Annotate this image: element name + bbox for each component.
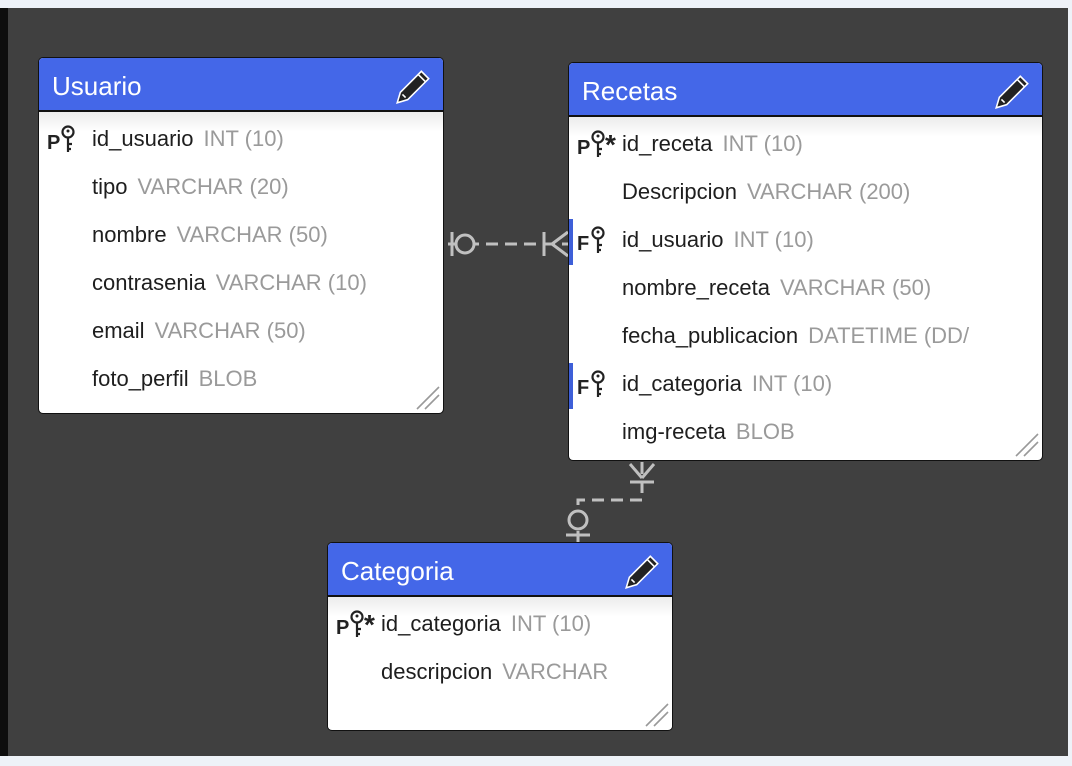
- column-row[interactable]: P id_usuario INT (10): [39, 115, 443, 163]
- column-row[interactable]: img-receta BLOB: [569, 408, 1042, 456]
- foreign-key-badge: F: [575, 370, 615, 400]
- column-row[interactable]: contrasenia VARCHAR (10): [39, 259, 443, 307]
- column-type: BLOB: [198, 366, 258, 391]
- column-type: VARCHAR (50): [779, 275, 932, 300]
- column-type: VARCHAR (200): [746, 179, 911, 204]
- column-type: INT (10): [510, 611, 592, 636]
- relation-usuario-recetas[interactable]: [448, 230, 570, 258]
- primary-key-badge: P *: [577, 129, 616, 160]
- column-row[interactable]: foto_perfil BLOB: [39, 355, 443, 403]
- column-type: VARCHAR (10): [215, 270, 367, 295]
- table-categoria[interactable]: Categoria P * id_categoria INT (10) descr…: [327, 542, 673, 731]
- key-icon: [591, 370, 605, 397]
- column-name: nombre_receta: [622, 275, 770, 300]
- column-name: tipo: [92, 174, 128, 199]
- pencil-icon[interactable]: [393, 65, 435, 107]
- key-icon: [591, 130, 605, 157]
- pencil-icon[interactable]: [622, 550, 664, 592]
- column-name: img-receta: [622, 419, 726, 444]
- foreign-key-badge: F: [575, 226, 615, 256]
- key-icon: [591, 226, 605, 253]
- table-header[interactable]: Usuario: [39, 58, 443, 112]
- column-name: id_categoria: [622, 371, 742, 396]
- column-name: id_usuario: [92, 126, 194, 151]
- column-name: fecha_publicacion: [622, 323, 799, 348]
- column-name: id_usuario: [622, 227, 724, 252]
- column-row[interactable]: P * id_categoria INT (10): [328, 600, 672, 648]
- table-columns: P * id_categoria INT (10) descripcion VARC…: [328, 597, 672, 729]
- table-title: Recetas: [582, 76, 678, 106]
- foreign-key-marker: [569, 219, 573, 265]
- foreign-key-marker: [569, 363, 573, 409]
- column-name: foto_perfil: [92, 366, 189, 391]
- column-type: INT (10): [203, 126, 284, 151]
- resize-grip-icon[interactable]: [413, 383, 441, 411]
- column-type: INT (10): [722, 131, 803, 156]
- column-name: id_receta: [622, 131, 713, 156]
- column-name: descripcion: [381, 659, 493, 684]
- relation-recetas-categoria[interactable]: [566, 462, 656, 542]
- column-name: id_categoria: [381, 611, 501, 636]
- resize-grip-icon[interactable]: [1012, 430, 1040, 458]
- table-header[interactable]: Recetas: [569, 63, 1042, 117]
- table-title: Categoria: [341, 556, 454, 586]
- column-row[interactable]: fecha_publicacion DATETIME (DD/: [569, 312, 1042, 360]
- column-row[interactable]: F id_categoria INT (10): [569, 360, 1042, 409]
- column-type: INT (10): [751, 371, 833, 396]
- column-name: nombre: [92, 222, 167, 247]
- pencil-icon[interactable]: [992, 70, 1034, 112]
- column-type: DATETIME (DD/: [808, 323, 970, 348]
- primary-key-badge: P: [45, 125, 85, 155]
- table-title: Usuario: [52, 71, 142, 101]
- column-row[interactable]: descripcion VARCHAR: [328, 648, 672, 696]
- table-header[interactable]: Categoria: [328, 543, 672, 597]
- key-icon: [61, 125, 75, 152]
- column-row[interactable]: nombre VARCHAR (50): [39, 211, 443, 259]
- column-type: VARCHAR (50): [176, 222, 328, 247]
- key-icon: [350, 610, 364, 637]
- column-row[interactable]: tipo VARCHAR (20): [39, 163, 443, 211]
- column-type: VARCHAR (50): [154, 318, 306, 343]
- column-type: VARCHAR (20): [137, 174, 289, 199]
- column-row[interactable]: F id_usuario INT (10): [569, 216, 1042, 265]
- column-row[interactable]: nombre_receta VARCHAR (50): [569, 264, 1042, 312]
- primary-key-badge: P *: [336, 609, 375, 640]
- column-name: email: [92, 318, 145, 343]
- column-type: BLOB: [735, 419, 795, 444]
- column-row[interactable]: Descripcion VARCHAR (200): [569, 168, 1042, 216]
- column-type: INT (10): [733, 227, 814, 252]
- resize-grip-icon[interactable]: [642, 700, 670, 728]
- column-name: Descripcion: [622, 179, 737, 204]
- column-type: VARCHAR: [502, 659, 609, 684]
- column-row[interactable]: email VARCHAR (50): [39, 307, 443, 355]
- column-name: contrasenia: [92, 270, 206, 295]
- column-row[interactable]: P * id_receta INT (10): [569, 120, 1042, 168]
- table-columns: P id_usuario INT (10) tipo VARCHAR (20) no…: [39, 112, 443, 403]
